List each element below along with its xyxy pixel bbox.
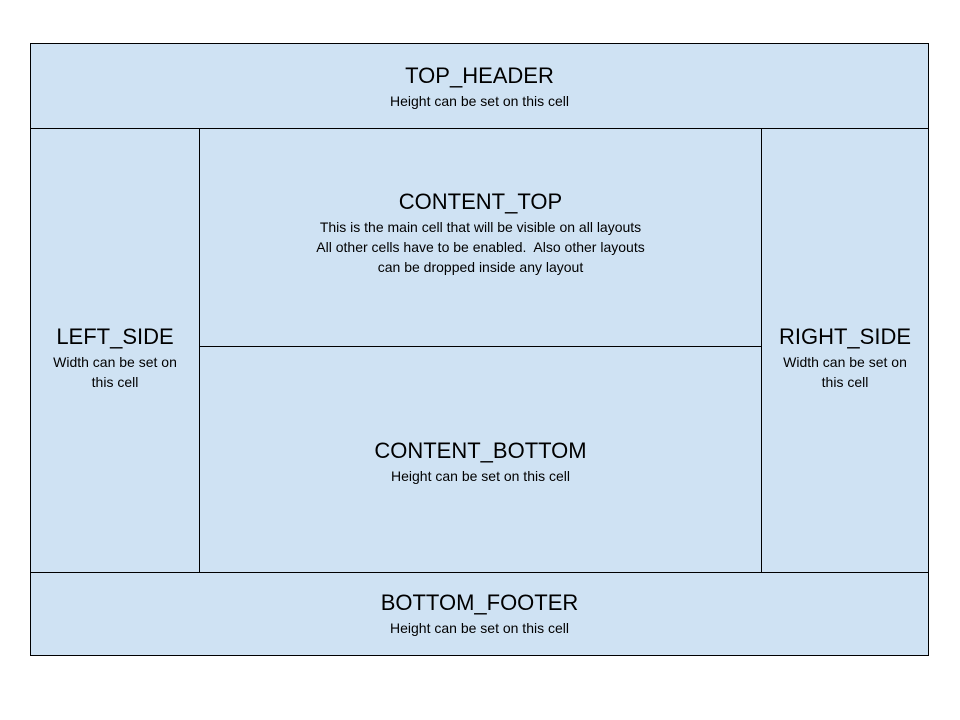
bottom-footer-cell: BOTTOM_FOOTER Height can be set on this …: [31, 572, 928, 655]
left-side-title: LEFT_SIDE: [56, 323, 174, 349]
bottom-footer-desc-line: Height can be set on this cell: [390, 620, 569, 636]
left-side-description: Width can be set on this cell: [53, 352, 177, 392]
left-side-desc-line: Width can be set on: [53, 353, 177, 370]
right-side-desc-line: this cell: [821, 373, 869, 390]
content-top-desc-line: This is the main cell that will be visib…: [319, 218, 642, 235]
layout-diagram: TOP_HEADER Height can be set on this cel…: [30, 43, 929, 656]
top-header-description: Height can be set on this cell: [390, 91, 569, 111]
right-side-description: Width can be set on this cell: [783, 352, 907, 392]
content-bottom-description: Height can be set on this cell: [391, 466, 570, 486]
content-bottom-title: CONTENT_BOTTOM: [374, 438, 587, 463]
content-bottom-desc-line: Height can be set on this cell: [391, 468, 570, 484]
content-top-description: This is the main cell that will be visib…: [316, 217, 644, 277]
bottom-footer-description: Height can be set on this cell: [390, 618, 569, 638]
content-top-cell: CONTENT_TOP This is the main cell that w…: [200, 129, 761, 347]
right-side-cell: RIGHT_SIDE Width can be set on this cell: [761, 129, 928, 572]
bottom-footer-title: BOTTOM_FOOTER: [380, 590, 579, 615]
content-top-title: CONTENT_TOP: [398, 188, 563, 214]
top-header-title: TOP_HEADER: [405, 63, 554, 88]
right-side-desc-line: Width can be set on: [783, 353, 907, 370]
left-side-cell: LEFT_SIDE Width can be set on this cell: [31, 129, 200, 572]
right-side-title: RIGHT_SIDE: [778, 323, 912, 349]
content-bottom-cell: CONTENT_BOTTOM Height can be set on this…: [200, 347, 761, 572]
top-header-desc-line: Height can be set on this cell: [390, 93, 569, 109]
content-top-desc-line: can be dropped inside any layout: [377, 258, 584, 275]
top-header-cell: TOP_HEADER Height can be set on this cel…: [31, 44, 928, 129]
left-side-desc-line: this cell: [91, 373, 139, 390]
content-top-desc-line: All other cells have to be enabled. Also…: [316, 238, 645, 255]
